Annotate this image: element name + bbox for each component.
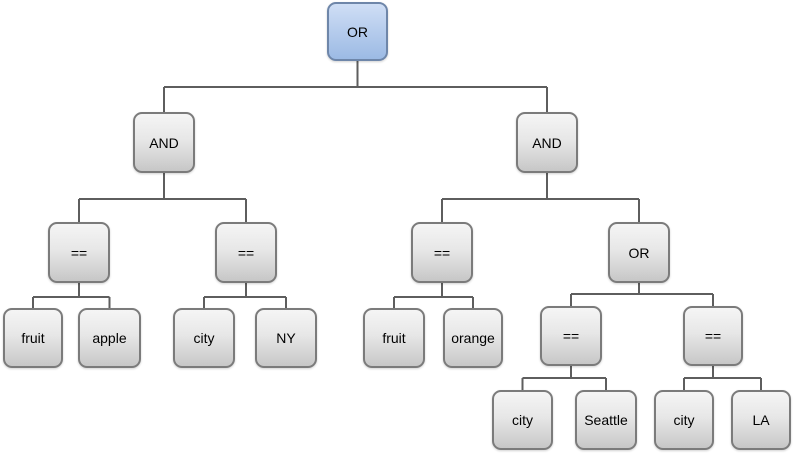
node-label: apple (92, 330, 127, 346)
node-label: city (673, 412, 695, 428)
node-label: == (562, 328, 580, 344)
node-and-right: AND (516, 112, 578, 173)
node-label: == (70, 244, 88, 261)
node-ny: NY (255, 308, 317, 368)
node-la: LA (731, 390, 791, 450)
node-label: AND (149, 134, 179, 151)
node-seattle: Seattle (575, 390, 637, 450)
node-label: == (433, 244, 451, 261)
node-label: == (704, 328, 722, 344)
node-fruit-1: fruit (3, 308, 63, 368)
node-apple: apple (78, 308, 141, 368)
node-city-1: city (173, 308, 235, 368)
node-label: city (193, 330, 215, 346)
node-and-left: AND (133, 112, 195, 173)
node-label: == (237, 244, 255, 261)
node-eq-2: == (215, 222, 277, 283)
node-city-2: city (492, 390, 553, 450)
node-city-3: city (654, 390, 714, 450)
node-label: AND (532, 134, 562, 151)
node-label: Seattle (584, 412, 628, 428)
node-label: orange (451, 330, 495, 346)
node-label: OR (347, 23, 368, 40)
node-label: fruit (21, 330, 45, 346)
node-eq-4: == (540, 306, 602, 366)
node-orange: orange (443, 308, 503, 368)
node-eq-3: == (411, 222, 473, 283)
node-label: city (512, 412, 533, 428)
node-eq-5: == (683, 306, 743, 366)
node-or-root: OR (327, 2, 388, 61)
node-fruit-2: fruit (363, 308, 425, 368)
node-label: LA (752, 412, 770, 428)
node-label: fruit (382, 330, 406, 346)
node-label: OR (628, 244, 650, 261)
node-or-nested: OR (608, 222, 670, 283)
node-eq-1: == (48, 222, 110, 283)
node-label: NY (276, 330, 296, 346)
